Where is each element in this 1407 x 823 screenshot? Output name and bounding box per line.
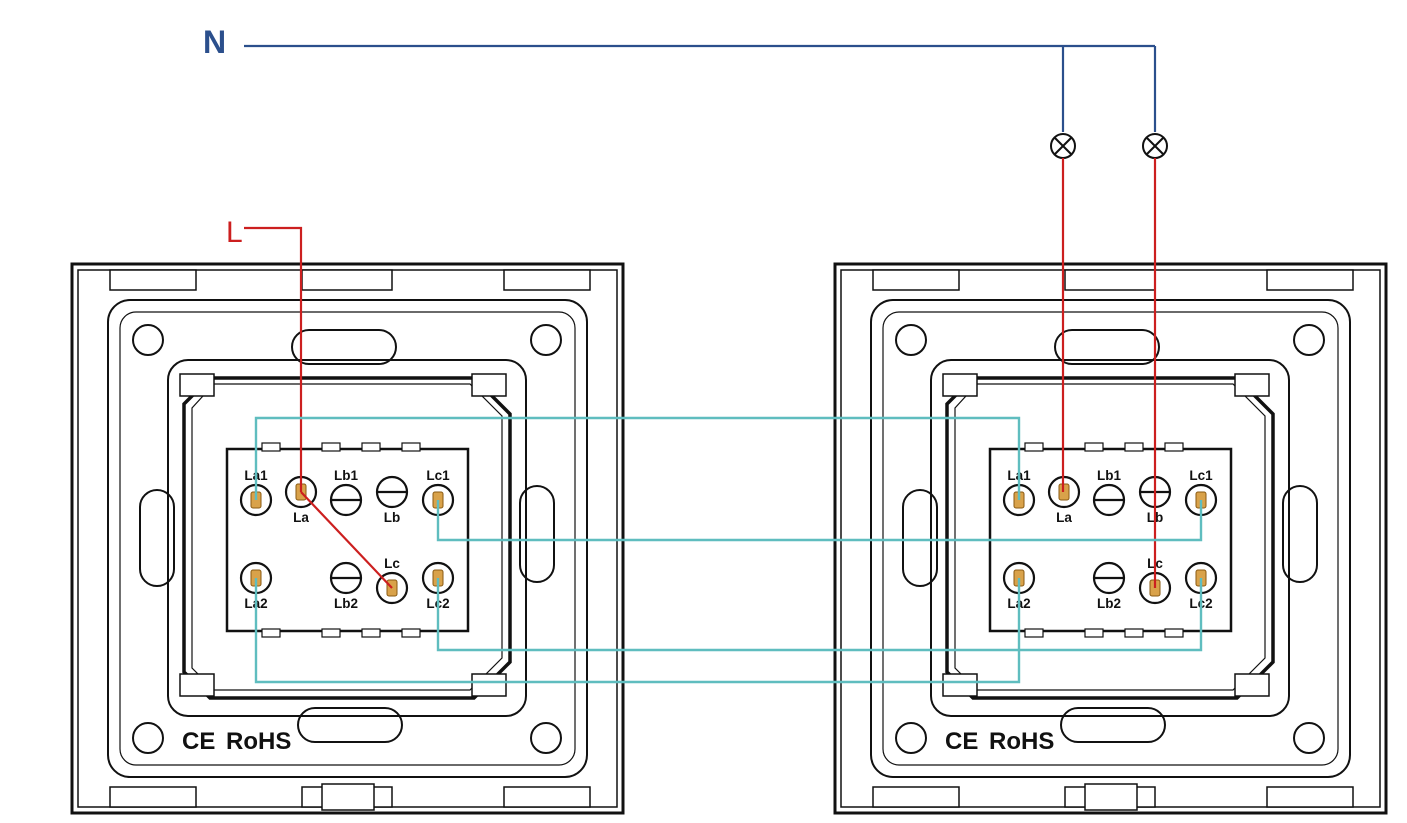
terminal-label: Lc bbox=[384, 556, 400, 571]
traveler-wire-a2 bbox=[254, 578, 1021, 684]
traveler-wire-c2 bbox=[436, 578, 1203, 652]
screw-hole-icon bbox=[530, 324, 562, 356]
corner-latch bbox=[471, 673, 507, 697]
slot-right bbox=[519, 485, 555, 583]
mounting-plate-inner bbox=[882, 311, 1339, 766]
screw-hole-icon bbox=[132, 722, 164, 754]
bottom-clip bbox=[1266, 786, 1354, 808]
terminal-label: Lc1 bbox=[1189, 468, 1213, 483]
corner-latch bbox=[179, 373, 215, 397]
terminal-lb2: Lb2 bbox=[329, 561, 363, 611]
lamp-cross bbox=[1145, 136, 1165, 156]
slot-bottom bbox=[297, 707, 403, 743]
block-notch bbox=[321, 442, 341, 452]
bottom-clip bbox=[503, 786, 591, 808]
terminal-lb2: Lb2 bbox=[1092, 561, 1126, 611]
lamp-2 bbox=[1142, 133, 1168, 159]
block-notch bbox=[261, 628, 281, 638]
bottom-clip bbox=[109, 786, 197, 808]
bottom-tab bbox=[321, 783, 375, 811]
slot-left bbox=[139, 489, 175, 587]
traveler-wire-a1 bbox=[254, 416, 1021, 500]
screw-hole-icon bbox=[1293, 324, 1325, 356]
bottom-clip bbox=[872, 786, 960, 808]
top-clip bbox=[109, 269, 197, 291]
terminal-lb: Lb bbox=[375, 475, 409, 525]
rohs-mark: RoHS bbox=[989, 728, 1054, 755]
block-notch bbox=[401, 442, 421, 452]
terminal-label: Lc1 bbox=[426, 468, 450, 483]
screw-hole-icon bbox=[895, 722, 927, 754]
top-clip bbox=[872, 269, 960, 291]
block-notch bbox=[1084, 442, 1104, 452]
corner-latch bbox=[1234, 373, 1270, 397]
top-clip bbox=[301, 269, 393, 291]
slot-left bbox=[902, 489, 938, 587]
block-notch bbox=[1124, 628, 1144, 638]
lamp-cross bbox=[1053, 136, 1073, 156]
traveler-wire-c1 bbox=[436, 500, 1203, 542]
slot-top bbox=[291, 329, 397, 365]
rohs-mark: RoHS bbox=[226, 728, 291, 755]
corner-latch bbox=[942, 373, 978, 397]
block-notch bbox=[1164, 628, 1184, 638]
ce-mark: CE bbox=[182, 728, 215, 755]
ce-mark: CE bbox=[945, 728, 978, 755]
block-notch bbox=[361, 442, 381, 452]
terminal-lb1: Lb1 bbox=[1092, 468, 1126, 517]
terminal-label: Lb2 bbox=[1097, 596, 1121, 611]
terminal-label: Lb2 bbox=[334, 596, 358, 611]
live-jumper-wire bbox=[300, 491, 393, 589]
block-notch bbox=[361, 628, 381, 638]
lamp-1 bbox=[1050, 133, 1076, 159]
mechanism-outer bbox=[930, 359, 1290, 717]
terminal-label: Lb1 bbox=[1097, 468, 1121, 483]
block-notch bbox=[401, 628, 421, 638]
screw-hole-icon bbox=[132, 324, 164, 356]
screw-hole-icon bbox=[530, 722, 562, 754]
block-notch bbox=[1124, 442, 1144, 452]
screw-hole-icon bbox=[1293, 722, 1325, 754]
screw-hole-icon bbox=[895, 324, 927, 356]
outer-frame bbox=[70, 262, 625, 815]
neutral-label: N bbox=[203, 24, 226, 60]
terminal-label: Lb bbox=[384, 510, 401, 525]
top-clip bbox=[1064, 269, 1156, 291]
live-wire bbox=[244, 226, 303, 492]
mounting-plate bbox=[870, 299, 1351, 778]
terminal-label: La bbox=[1056, 510, 1072, 525]
block-notch bbox=[1024, 442, 1044, 452]
terminal-label: La bbox=[293, 510, 309, 525]
terminal-label: Lb1 bbox=[334, 468, 358, 483]
slot-right bbox=[1282, 485, 1318, 583]
corner-latch bbox=[471, 373, 507, 397]
block-notch bbox=[321, 628, 341, 638]
corner-latch bbox=[942, 673, 978, 697]
slot-top bbox=[1054, 329, 1160, 365]
mounting-plate bbox=[107, 299, 588, 778]
corner-latch bbox=[179, 673, 215, 697]
terminal-lb1: Lb1 bbox=[329, 468, 363, 517]
block-notch bbox=[1084, 628, 1104, 638]
top-clip bbox=[503, 269, 591, 291]
slot-bottom bbox=[1060, 707, 1166, 743]
block-notch bbox=[261, 442, 281, 452]
block-notch bbox=[1164, 442, 1184, 452]
block-notch bbox=[1024, 628, 1044, 638]
live-label: L bbox=[226, 216, 243, 249]
outer-frame bbox=[833, 262, 1388, 815]
mounting-plate-inner bbox=[119, 311, 576, 766]
bottom-tab bbox=[1084, 783, 1138, 811]
mechanism-outer bbox=[167, 359, 527, 717]
corner-latch bbox=[1234, 673, 1270, 697]
top-clip bbox=[1266, 269, 1354, 291]
